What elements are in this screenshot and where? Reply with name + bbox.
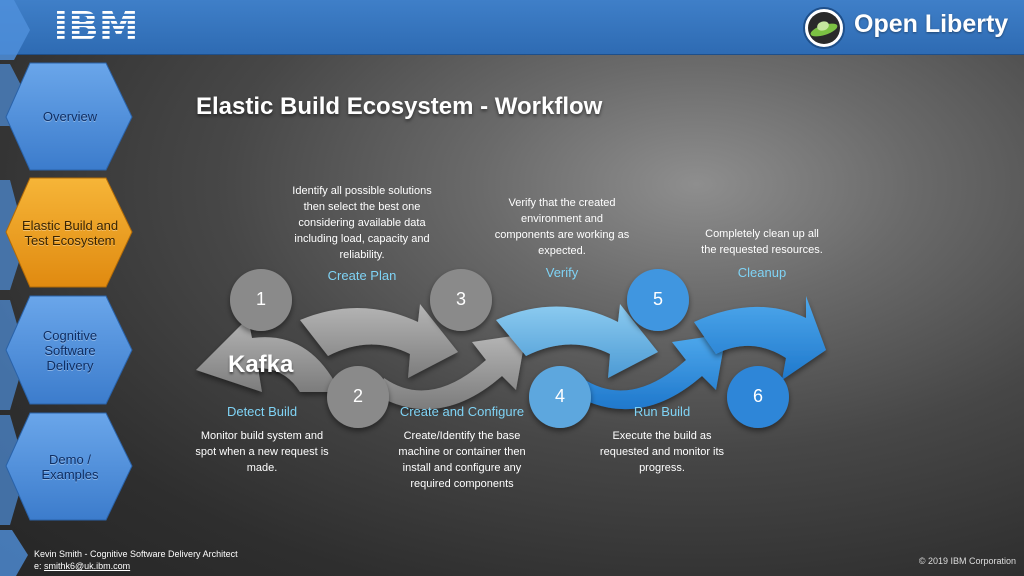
step-label-verify: Verify <box>545 265 579 280</box>
sidebar-item-elastic-build[interactable]: Elastic Build and Test Ecosystem <box>21 218 119 248</box>
step-number-4: 4 <box>554 386 565 406</box>
step-circle-1 <box>230 269 292 331</box>
arrow-step-1 <box>196 318 340 392</box>
nav-hex-cognitive[interactable] <box>5 295 133 405</box>
footer-author: Kevin Smith - Cognitive Software Deliver… <box>34 549 238 559</box>
step-circle-4 <box>529 366 591 428</box>
nav-hex-overview[interactable] <box>5 62 133 171</box>
nav-hex-demo[interactable] <box>5 412 133 521</box>
arrow-step-6 <box>694 296 826 380</box>
step-label-create-plan: Create Plan <box>327 268 397 283</box>
step-desc-create-plan: Identify all possible solutions then sel… <box>292 185 432 261</box>
svg-text:IBM: IBM <box>53 6 138 46</box>
nav-hex-elastic-build[interactable] <box>5 177 133 288</box>
sidebar-item-overview[interactable]: Overview <box>42 109 98 124</box>
step-circle-3 <box>430 269 492 331</box>
step-number-2: 2 <box>352 386 363 406</box>
step-number-6: 6 <box>752 386 763 406</box>
open-liberty-logo-icon <box>803 7 845 49</box>
step-label-create-configure: Create and Configure <box>399 404 525 419</box>
step-desc-cleanup: Completely clean up all the requested re… <box>701 228 823 256</box>
step-number-5: 5 <box>652 289 663 309</box>
footer-email-line: e: smithk6@uk.ibm.com <box>34 561 130 571</box>
sidebar-item-cognitive-delivery[interactable]: Cognitive Software Delivery <box>42 328 98 373</box>
step-circle-2 <box>327 366 389 428</box>
step-circle-6 <box>727 366 789 428</box>
step-desc-verify: Verify that the created environment and … <box>494 197 630 257</box>
step-label-cleanup: Cleanup <box>737 265 787 280</box>
arrow-step-4 <box>496 304 658 378</box>
step-desc-detect-build: Monitor build system and spot when a new… <box>195 430 329 474</box>
step-number-3: 3 <box>455 289 466 309</box>
footer-email-prefix: e: <box>34 561 45 571</box>
step-label-detect-build: Detect Build <box>226 404 298 419</box>
sidebar-item-demo[interactable]: Demo / Examples <box>41 452 99 482</box>
source-label-kafka: Kafka <box>228 351 294 378</box>
step-number-1: 1 <box>255 289 266 309</box>
arrow-step-5 <box>576 334 726 410</box>
product-name: Open Liberty <box>854 10 1009 38</box>
step-desc-run-build: Execute the build as requested and monit… <box>599 430 725 474</box>
header-bar: IBM Open Liberty <box>0 0 1024 55</box>
page-title: Elastic Build Ecosystem - Workflow <box>196 93 603 120</box>
step-desc-create-configure: Create/Identify the base machine or cont… <box>398 430 526 490</box>
arrow-step-3 <box>378 334 526 410</box>
sidebar-nav <box>0 0 133 576</box>
step-circle-5 <box>627 269 689 331</box>
arrow-step-2 <box>300 304 458 378</box>
footer-email-link[interactable]: smithk6@uk.ibm.com <box>44 561 131 571</box>
footer-copyright: © 2019 IBM Corporation <box>918 556 1016 566</box>
step-label-run-build: Run Build <box>633 404 691 419</box>
ibm-logo: IBM <box>53 6 138 46</box>
